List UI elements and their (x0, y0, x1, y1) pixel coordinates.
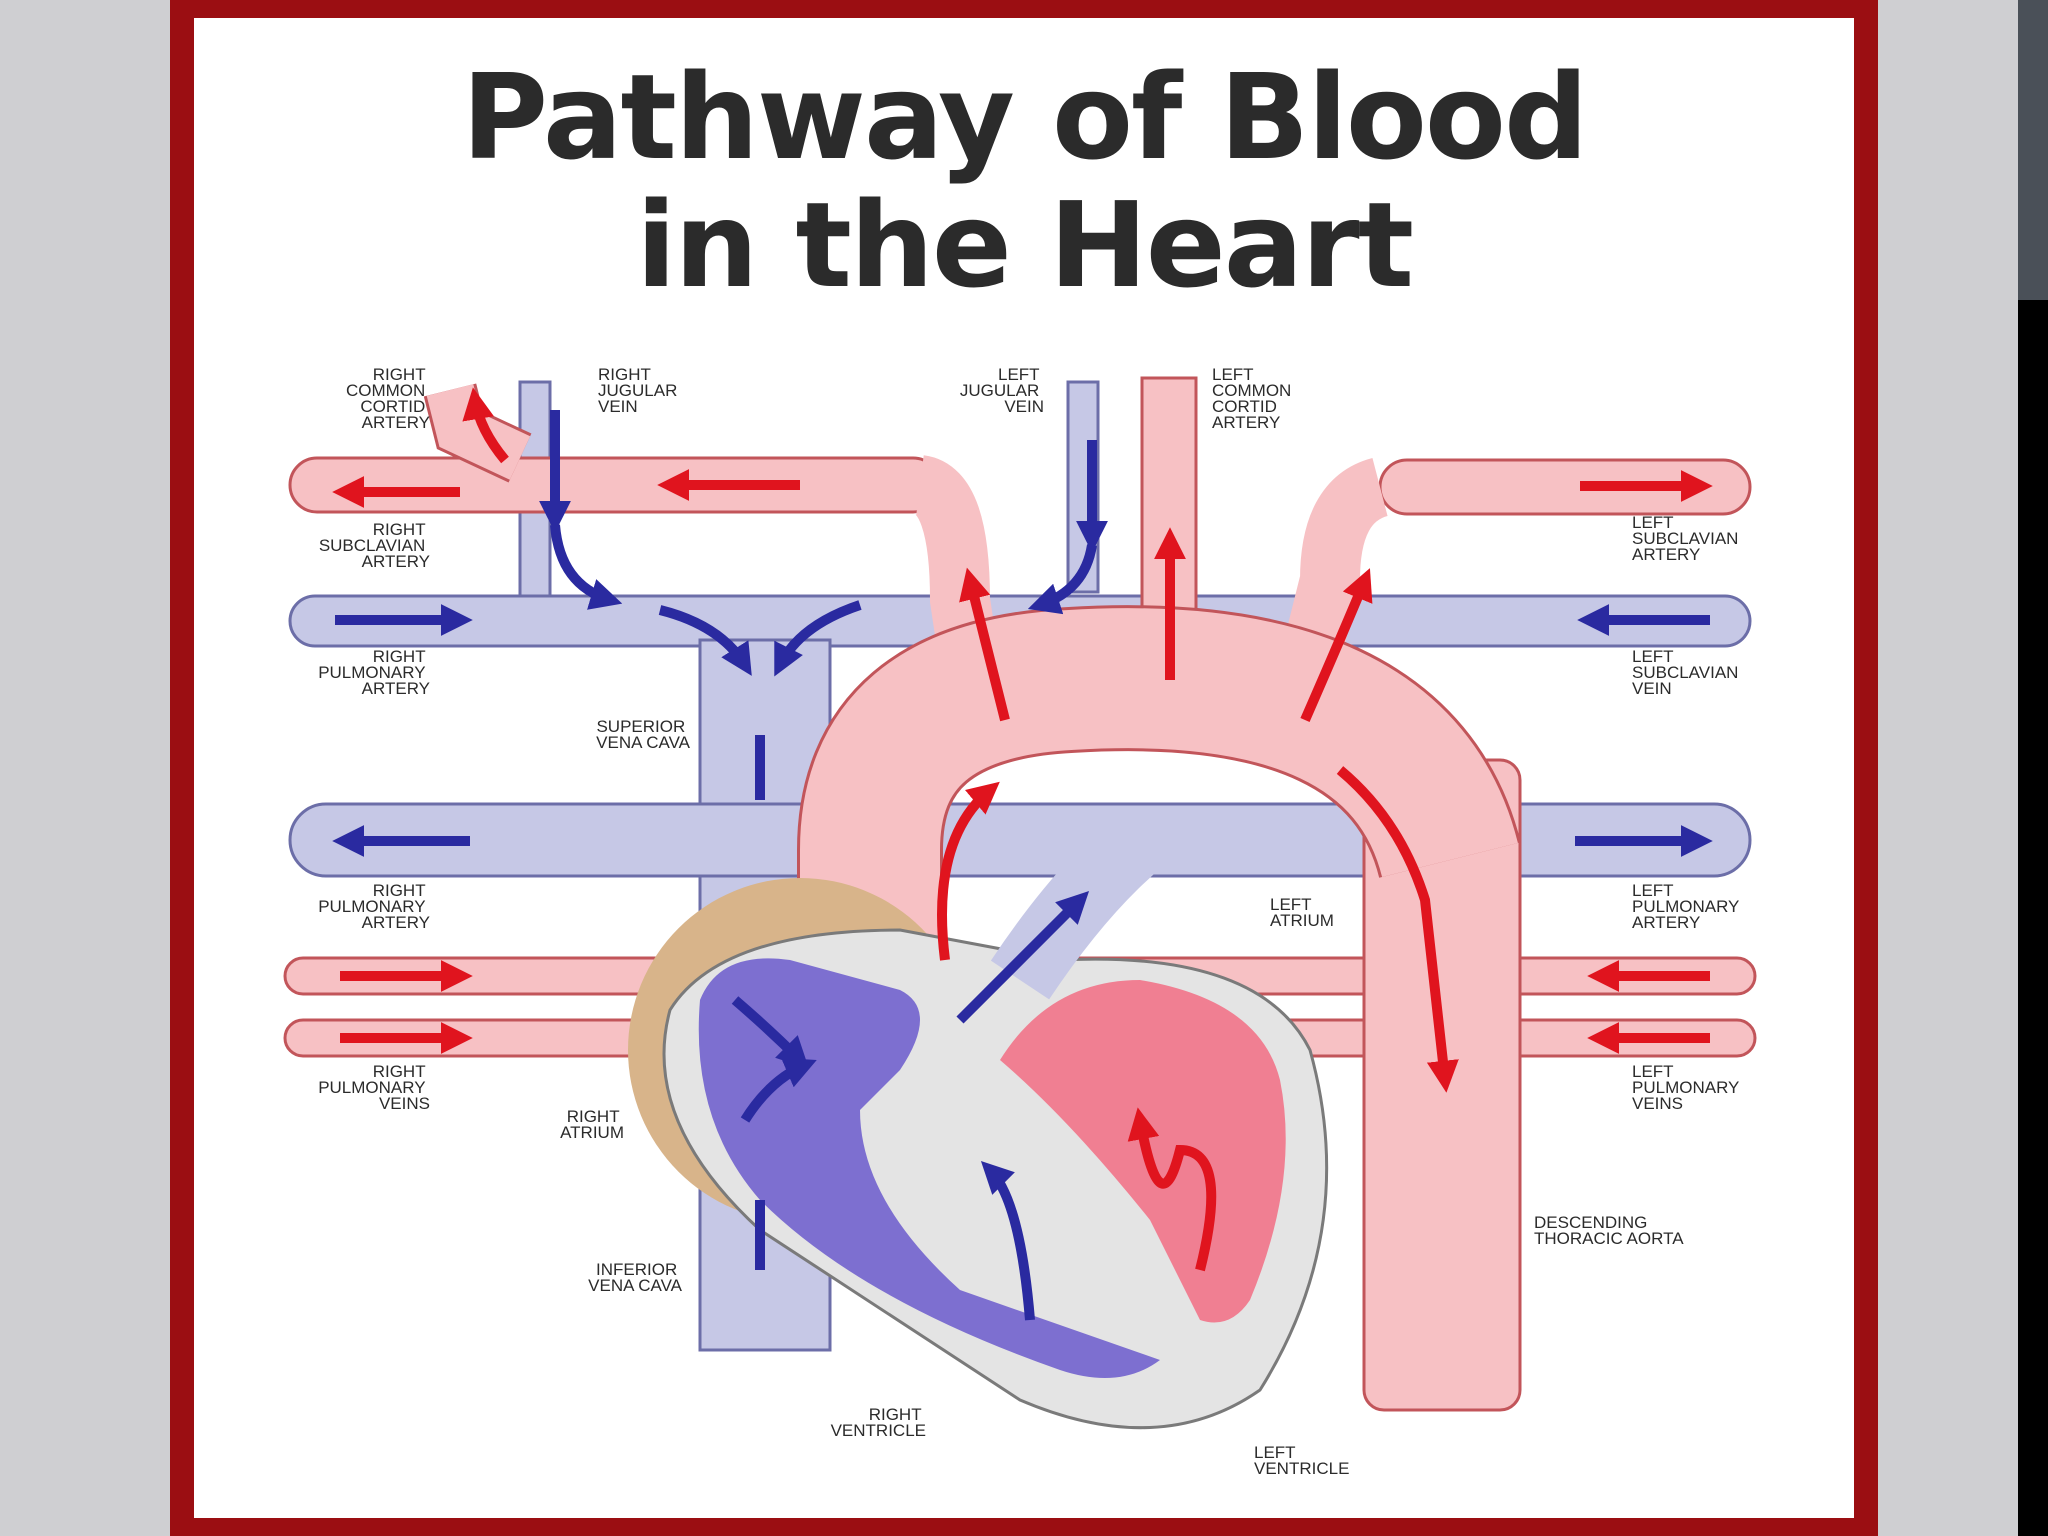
arrow-svc-right (774, 600, 862, 677)
label-superior-vena-cava: SUPERIOR VENA CAVA (596, 717, 691, 752)
label-left-common-cortid-artery: LEFT COMMON CORTID ARTERY (1212, 365, 1296, 432)
arrow-ra-upper (731, 996, 810, 1070)
label-left-subclavian-vein: LEFT SUBCLAVIAN VEIN (1632, 647, 1743, 698)
label-right-pulmonary-artery-top: RIGHT PULMONARY ARTERY (318, 647, 430, 698)
arrow-svc-left (658, 605, 752, 676)
label-left-pulmonary-veins: LEFT PULMONARY VEINS (1632, 1062, 1744, 1113)
deoxygenated-arrows (332, 410, 1713, 1321)
arrow-brachiocephalic (959, 567, 1010, 722)
label-right-atrium: RIGHT ATRIUM (560, 1107, 624, 1142)
arrow-ascending-aorta (937, 781, 1000, 961)
label-left-subclavian-artery: LEFT SUBCLAVIAN ARTERY (1632, 513, 1743, 564)
arrow-ra-lower (740, 1057, 817, 1123)
arrow-pulmonary-trunk (956, 890, 1090, 1024)
left-subclavian-trunk (1270, 457, 1390, 708)
label-inferior-vena-cava: INFERIOR VENA CAVA (588, 1260, 683, 1295)
pulmonary-artery-bar (288, 802, 1752, 878)
label-left-atrium: LEFT ATRIUM (1270, 895, 1334, 930)
arrow-left-ventricle (1127, 1107, 1217, 1272)
oxygenated-arrows (332, 387, 1713, 1272)
arrow-right-cortid (462, 387, 509, 464)
arrow-descending-aorta (1336, 766, 1459, 1093)
side-strip-top (2018, 0, 2048, 300)
title-line-1: Pathway of Blood (461, 48, 1589, 186)
side-strip (2018, 300, 2048, 1536)
label-left-ventricle: LEFT VENTRICLE (1254, 1443, 1349, 1478)
label-right-subclavian-artery: RIGHT SUBCLAVIAN ARTERY (319, 520, 430, 571)
label-descending-thoracic-aorta: DESCENDING THORACIC AORTA (1534, 1213, 1684, 1248)
arrow-left-subclavian-trunk (1300, 568, 1373, 723)
arrow-right-jugular-b (550, 524, 623, 610)
right-subclavian-artery (288, 456, 942, 514)
aortic-arch (800, 608, 1518, 1030)
label-left-jugular-vein: LEFT JUGULAR VEIN (960, 365, 1044, 416)
title-line-2: in the Heart (635, 176, 1414, 314)
label-right-ventricle: RIGHT VENTRICLE (831, 1405, 926, 1440)
label-right-pulmonary-veins: RIGHT PULMONARY VEINS (318, 1062, 430, 1113)
arrow-left-jugular-b (1027, 544, 1097, 615)
arrow-right-ventricle (980, 1160, 1035, 1321)
label-left-pulmonary-artery: LEFT PULMONARY ARTERY (1632, 881, 1744, 932)
label-right-common-cortid-artery: RIGHT COMMON CORTID ARTERY (346, 365, 430, 432)
label-right-jugular-vein: RIGHT JUGULAR VEIN (598, 365, 682, 416)
label-right-pulmonary-artery: RIGHT PULMONARY ARTERY (318, 881, 430, 932)
